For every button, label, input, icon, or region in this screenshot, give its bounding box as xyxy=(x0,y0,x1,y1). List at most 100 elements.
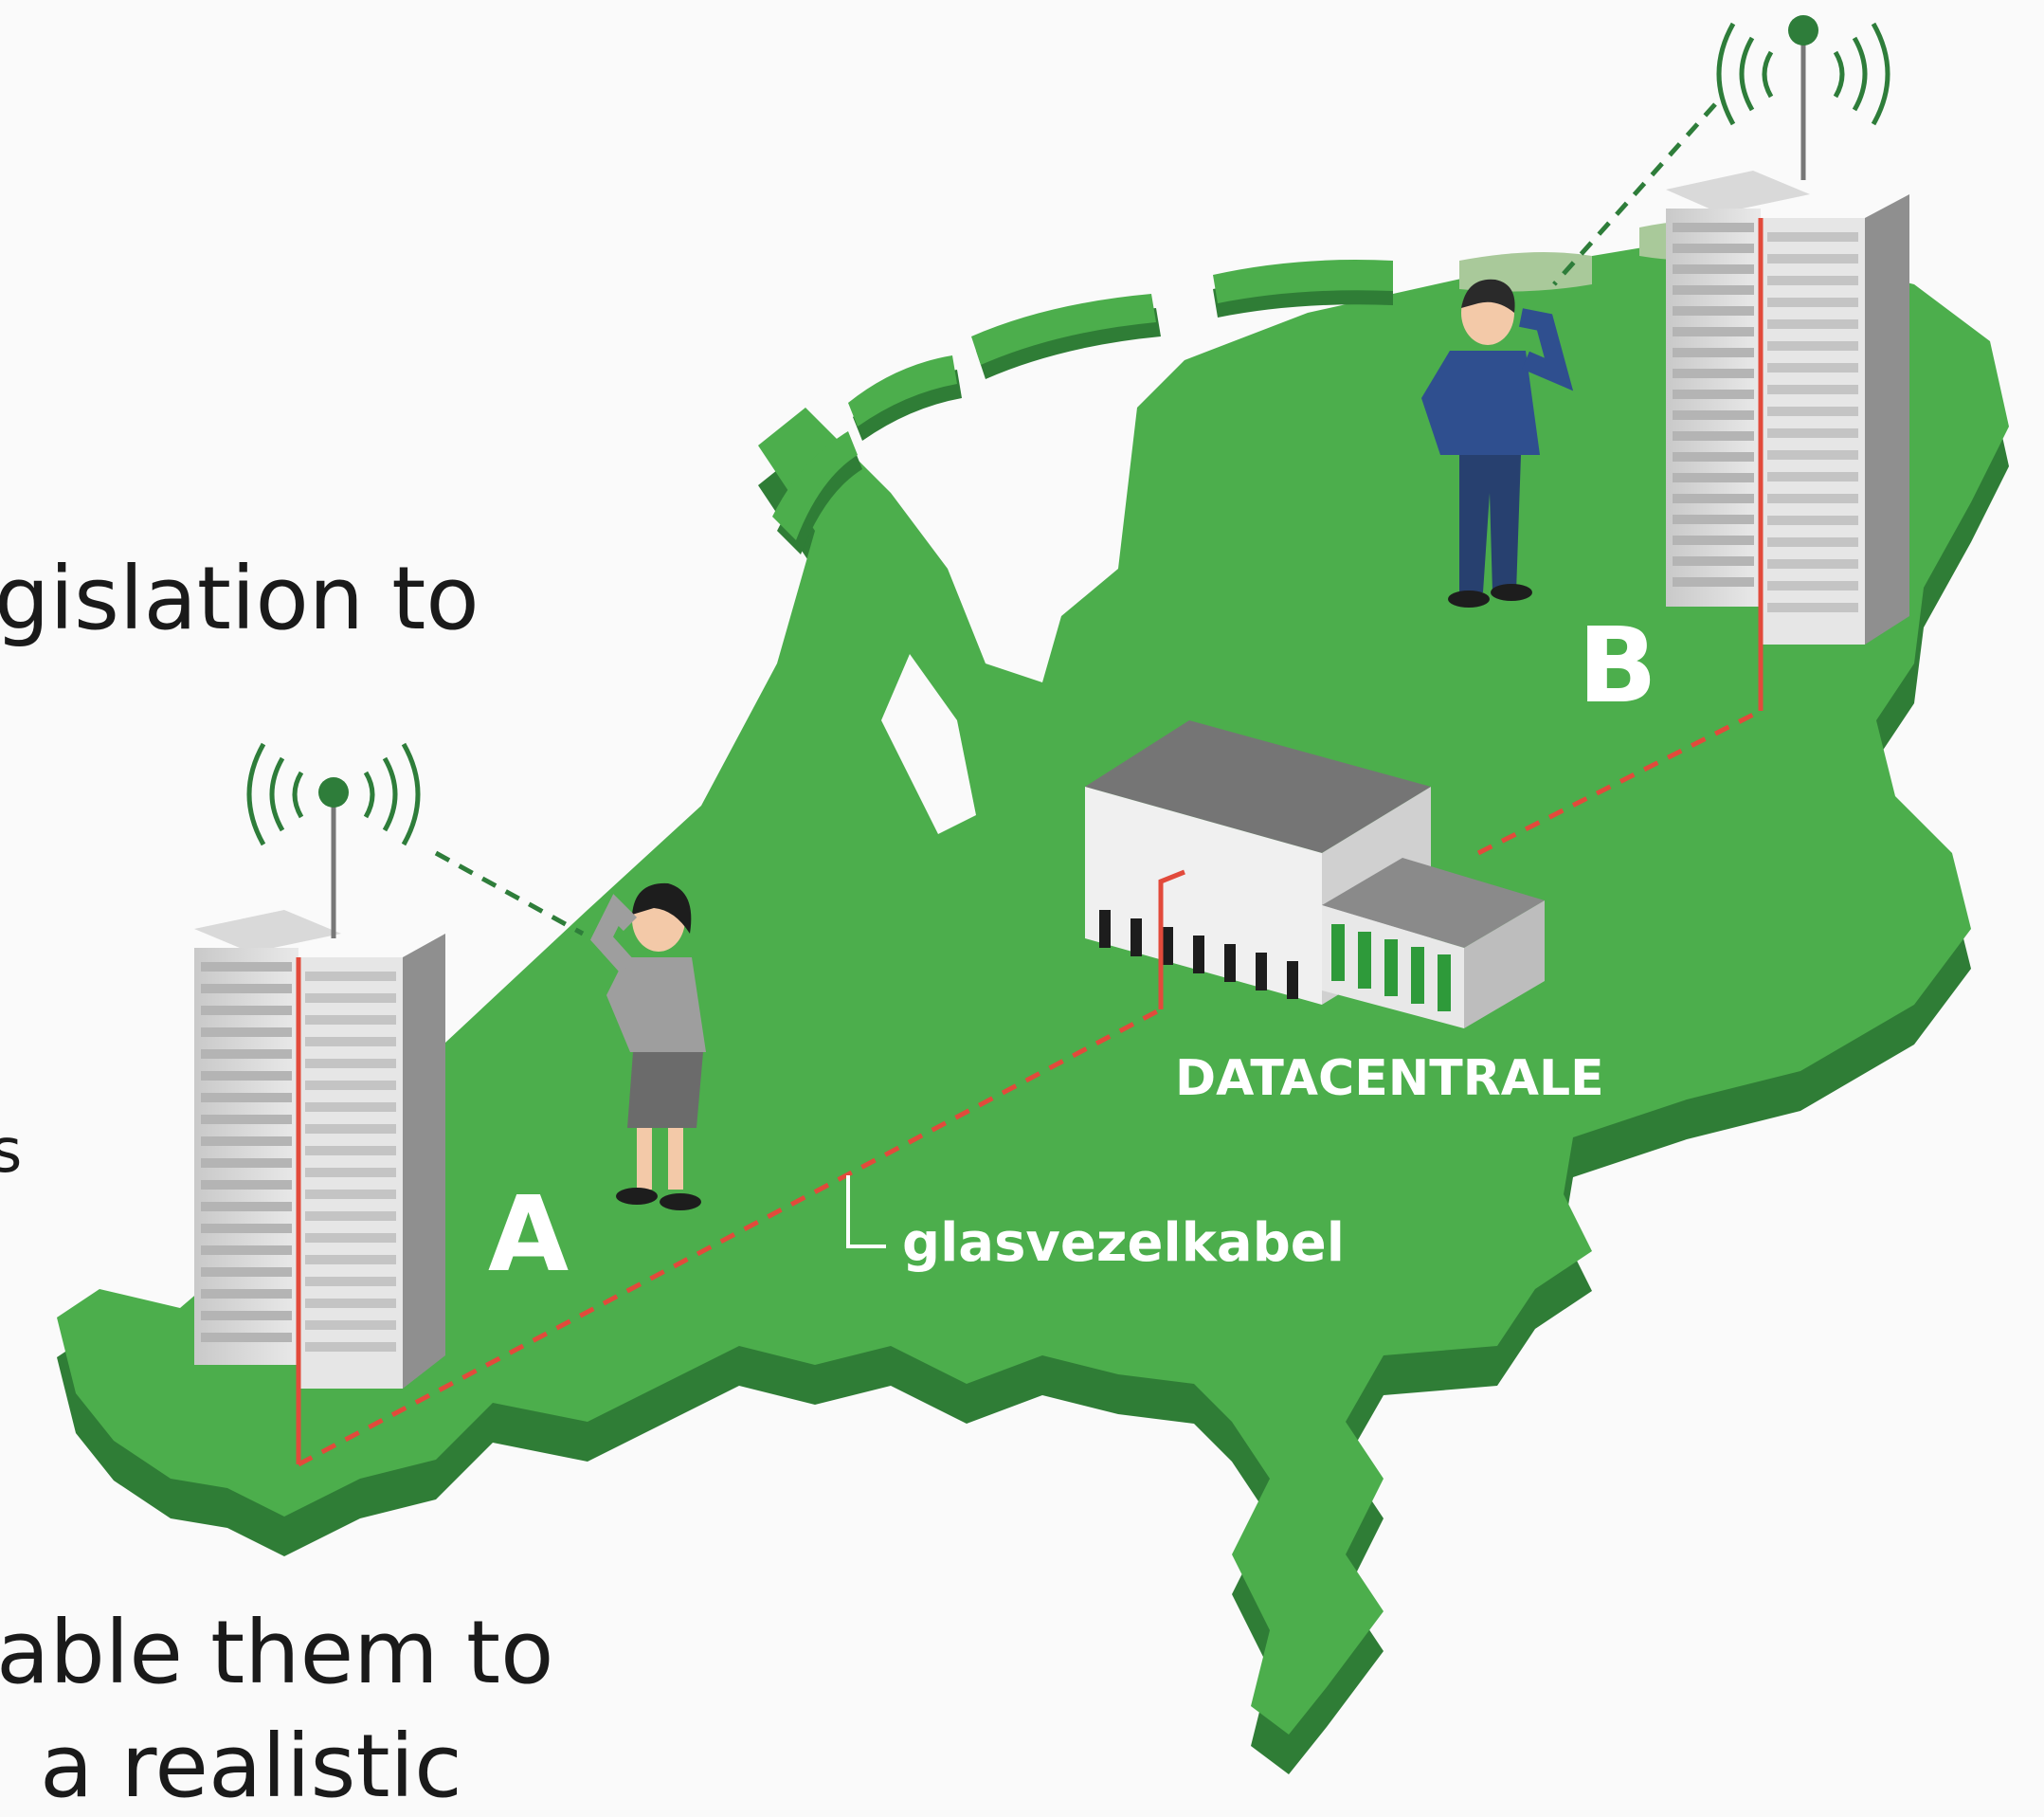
tower-a-window-row xyxy=(201,1115,292,1124)
tower-a-window-row xyxy=(201,1311,292,1320)
tower-b-window-row xyxy=(1673,223,1754,232)
tower-b-window-row xyxy=(1767,450,1858,460)
tower-b-window-row xyxy=(1673,494,1754,503)
tower-a-window-row xyxy=(201,1093,292,1102)
tower-b-window-row xyxy=(1673,515,1754,524)
radio-link-b xyxy=(1552,102,1717,286)
tower-b-window-row xyxy=(1673,577,1754,587)
datacentre-door xyxy=(1162,927,1173,965)
tower-b-window-row xyxy=(1767,559,1858,569)
person-b-caller xyxy=(1421,279,1574,608)
tower-a-window-row xyxy=(305,1320,396,1330)
datacentre-main-front xyxy=(1085,787,1322,1005)
netherlands-map xyxy=(57,220,2009,1774)
person-a-caller xyxy=(590,882,706,1210)
datacentre-door xyxy=(1131,918,1142,956)
tower-a-window-row xyxy=(201,1224,292,1233)
tower-a-window-row xyxy=(305,1146,396,1155)
datacentre-label: DATACENTRALE xyxy=(1175,1050,1604,1107)
datacentre-building xyxy=(1085,720,1545,1028)
datacentre-doors xyxy=(1099,910,1298,999)
datacentre-green-panel xyxy=(1384,939,1398,996)
person-b-trousers xyxy=(1459,455,1521,592)
tower-b-window-row xyxy=(1767,428,1858,438)
netherlands-network-diagram: A B DATACENTRALE glasvezelkabel xyxy=(57,15,2009,1774)
datacentre-door xyxy=(1256,953,1267,990)
fibre-link-tower-a-datacentre xyxy=(297,1007,1163,1467)
person-a-shoe-right xyxy=(660,1193,701,1210)
tower-b-window-row xyxy=(1673,410,1754,420)
tower-a-window-row xyxy=(305,972,396,981)
tower-b-window-row xyxy=(1767,603,1858,612)
tower-a-window-row xyxy=(201,1071,292,1081)
tower-a-window-row xyxy=(201,1158,292,1168)
tower-b-window-row xyxy=(1767,581,1858,591)
tower-a-window-row xyxy=(201,1267,292,1277)
tower-a xyxy=(194,742,445,1464)
tower-b-side-face xyxy=(1865,194,1909,645)
person-b-shoe-right xyxy=(1491,584,1532,601)
tower-a-window-row xyxy=(305,993,396,1003)
tower-a-window-row xyxy=(305,1299,396,1308)
person-a-shoe-left xyxy=(616,1188,658,1205)
slide-text-line-3: able them to xyxy=(0,1602,554,1703)
tower-b-window-row xyxy=(1673,244,1754,253)
tower-b-window-row xyxy=(1673,536,1754,545)
tower-b-window-row xyxy=(1767,254,1858,263)
person-a-leg-right xyxy=(668,1128,683,1190)
tower-a-window-row xyxy=(305,1233,396,1243)
person-b-suit xyxy=(1421,351,1540,455)
tower-a-window-row xyxy=(305,1190,396,1199)
person-a-skirt xyxy=(627,1052,703,1128)
datacentre-fibre-riser xyxy=(1158,869,1185,1009)
tower-b-window-row xyxy=(1767,407,1858,416)
radio-links xyxy=(434,102,1717,936)
tower-b-window-row xyxy=(1673,556,1754,566)
tower-a-window-row xyxy=(305,1015,396,1025)
slide-text-line-2: s xyxy=(0,1117,23,1187)
tower-a-window-row xyxy=(305,1102,396,1112)
tower-b-radio-waves xyxy=(1716,22,1890,126)
datacentre-door xyxy=(1193,936,1204,973)
datacentre-green-panel xyxy=(1331,924,1345,981)
tower-a-window-row xyxy=(201,1006,292,1015)
tower-b-window-row xyxy=(1767,537,1858,547)
tower-a-window-row xyxy=(305,1168,396,1177)
tower-a-side-face xyxy=(403,934,445,1389)
tower-a-radio-waves xyxy=(246,742,421,846)
map-inland-water xyxy=(881,654,976,834)
tower-b-window-row xyxy=(1673,390,1754,399)
island-1-top xyxy=(772,431,858,540)
person-b-shoe-left xyxy=(1448,591,1490,608)
tower-b-window-row xyxy=(1767,276,1858,285)
island-2-top xyxy=(848,355,957,427)
tower-b-window-row xyxy=(1673,452,1754,462)
cable-label: glasvezelkabel xyxy=(902,1212,1345,1274)
person-a-jacket xyxy=(606,957,706,1052)
tower-b-window-row xyxy=(1673,369,1754,378)
tower-b-window-row xyxy=(1673,306,1754,316)
cable-label-leader xyxy=(846,1175,886,1248)
tower-b xyxy=(1666,15,1909,711)
datacentre-door xyxy=(1224,944,1236,982)
radio-link-a xyxy=(434,850,585,936)
tower-a-window-row xyxy=(305,1081,396,1090)
datacentre-annex-roof xyxy=(1322,858,1545,948)
tower-b-window-row xyxy=(1767,385,1858,394)
tower-b-window-row xyxy=(1673,285,1754,295)
tower-a-window-row xyxy=(305,1059,396,1068)
tower-b-window-row xyxy=(1673,327,1754,336)
slide-text-line-1: gislation to xyxy=(0,548,479,649)
tower-b-antenna xyxy=(1788,15,1818,45)
tower-b-window-row xyxy=(1767,363,1858,372)
person-a-hair xyxy=(632,882,692,934)
datacentre-door xyxy=(1287,961,1298,999)
tower-a-roof xyxy=(194,910,341,953)
tower-a-window-row xyxy=(201,1289,292,1299)
tower-b-window-row xyxy=(1673,264,1754,274)
tower-b-window-row xyxy=(1767,494,1858,503)
tower-a-window-row xyxy=(201,962,292,972)
person-a-leg-left xyxy=(637,1128,652,1190)
island-3-top xyxy=(971,294,1156,365)
tower-a-window-row xyxy=(201,1180,292,1190)
